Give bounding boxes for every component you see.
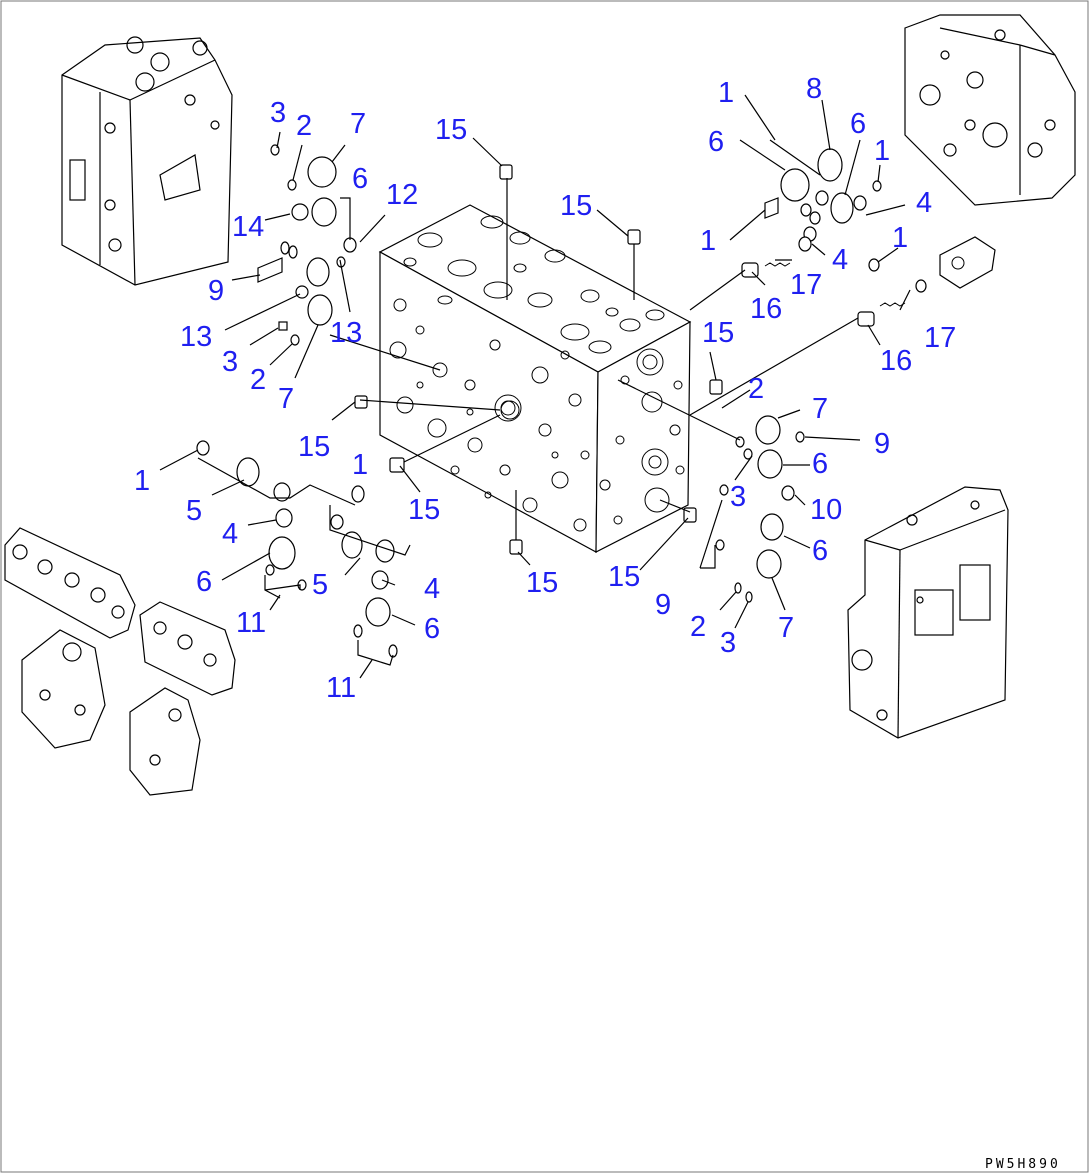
callout-c36: 9 — [874, 428, 890, 460]
callout-c38: 3 — [730, 481, 746, 513]
callout-c26: 4 — [916, 187, 932, 219]
callout-c31: 16 — [750, 293, 782, 325]
callout-c43: 3 — [720, 627, 736, 659]
callout-c3: 7 — [350, 108, 366, 140]
callout-c1: 3 — [270, 97, 286, 129]
callout-c39: 10 — [810, 494, 842, 526]
lower-left-section-views — [4, 527, 236, 796]
callout-c54: 11 — [326, 672, 356, 704]
upper-right-section-view — [904, 14, 1076, 206]
callout-c40: 6 — [812, 535, 828, 567]
callout-c33: 16 — [880, 345, 912, 377]
callout-c49: 6 — [196, 566, 212, 598]
callout-c2: 2 — [296, 110, 312, 142]
callout-c52: 11 — [236, 607, 266, 639]
upper-left-section-view — [61, 36, 233, 286]
drawing-code: PW5H890 — [985, 1157, 1061, 1172]
spool-16-lower — [857, 302, 906, 327]
callout-c13: 15 — [435, 114, 467, 146]
callout-c22: 8 — [806, 73, 822, 105]
callout-c25: 1 — [874, 135, 890, 167]
lower-right-section-view — [847, 486, 1009, 739]
callout-c46: 5 — [186, 495, 202, 527]
main-valve-block — [378, 204, 692, 554]
callout-c32: 17 — [924, 322, 956, 354]
callout-c34: 2 — [748, 373, 764, 405]
callout-c48: 4 — [222, 518, 238, 550]
leader-lines — [159, 94, 911, 679]
callout-c11: 2 — [250, 364, 266, 396]
callout-c51: 4 — [424, 573, 440, 605]
callout-c23: 6 — [850, 108, 866, 140]
callout-c18: 15 — [526, 567, 558, 599]
plug-15-parts — [354, 164, 723, 555]
callout-c53: 6 — [424, 613, 440, 645]
seal-and-o-ring-parts — [196, 144, 927, 658]
callout-c14: 15 — [560, 190, 592, 222]
callout-c21: 1 — [718, 77, 734, 109]
right-end-cap-part — [939, 236, 996, 289]
callout-c9: 13 — [330, 317, 362, 349]
callout-labels: 3 2 7 6 12 14 9 13 13 3 2 7 15 15 15 15 … — [134, 73, 956, 704]
callout-c28: 4 — [832, 244, 848, 276]
callout-c19: 15 — [608, 561, 640, 593]
callout-c17: 15 — [408, 494, 440, 526]
callout-c47: 1 — [352, 449, 368, 481]
callout-c4: 6 — [352, 163, 368, 195]
callout-c7: 9 — [208, 275, 224, 307]
callout-c5: 12 — [386, 179, 418, 211]
callout-c37: 6 — [812, 448, 828, 480]
callout-c44: 7 — [778, 612, 794, 644]
callout-c12: 7 — [278, 383, 294, 415]
callout-c16: 15 — [298, 431, 330, 463]
callout-c24: 6 — [708, 126, 724, 158]
callout-c41: 9 — [655, 589, 671, 621]
callout-c10: 3 — [222, 346, 238, 378]
callout-c15: 15 — [702, 317, 734, 349]
callout-c45: 1 — [134, 465, 150, 497]
callout-c8: 13 — [180, 321, 212, 353]
callout-c6: 14 — [232, 211, 264, 243]
callout-c30: 17 — [790, 269, 822, 301]
callout-c35: 7 — [812, 393, 828, 425]
callout-c50: 5 — [312, 569, 328, 601]
callout-c27: 1 — [700, 225, 716, 257]
callout-c42: 2 — [690, 611, 706, 643]
callout-c29: 1 — [892, 222, 908, 254]
spool-16-upper — [741, 262, 791, 278]
